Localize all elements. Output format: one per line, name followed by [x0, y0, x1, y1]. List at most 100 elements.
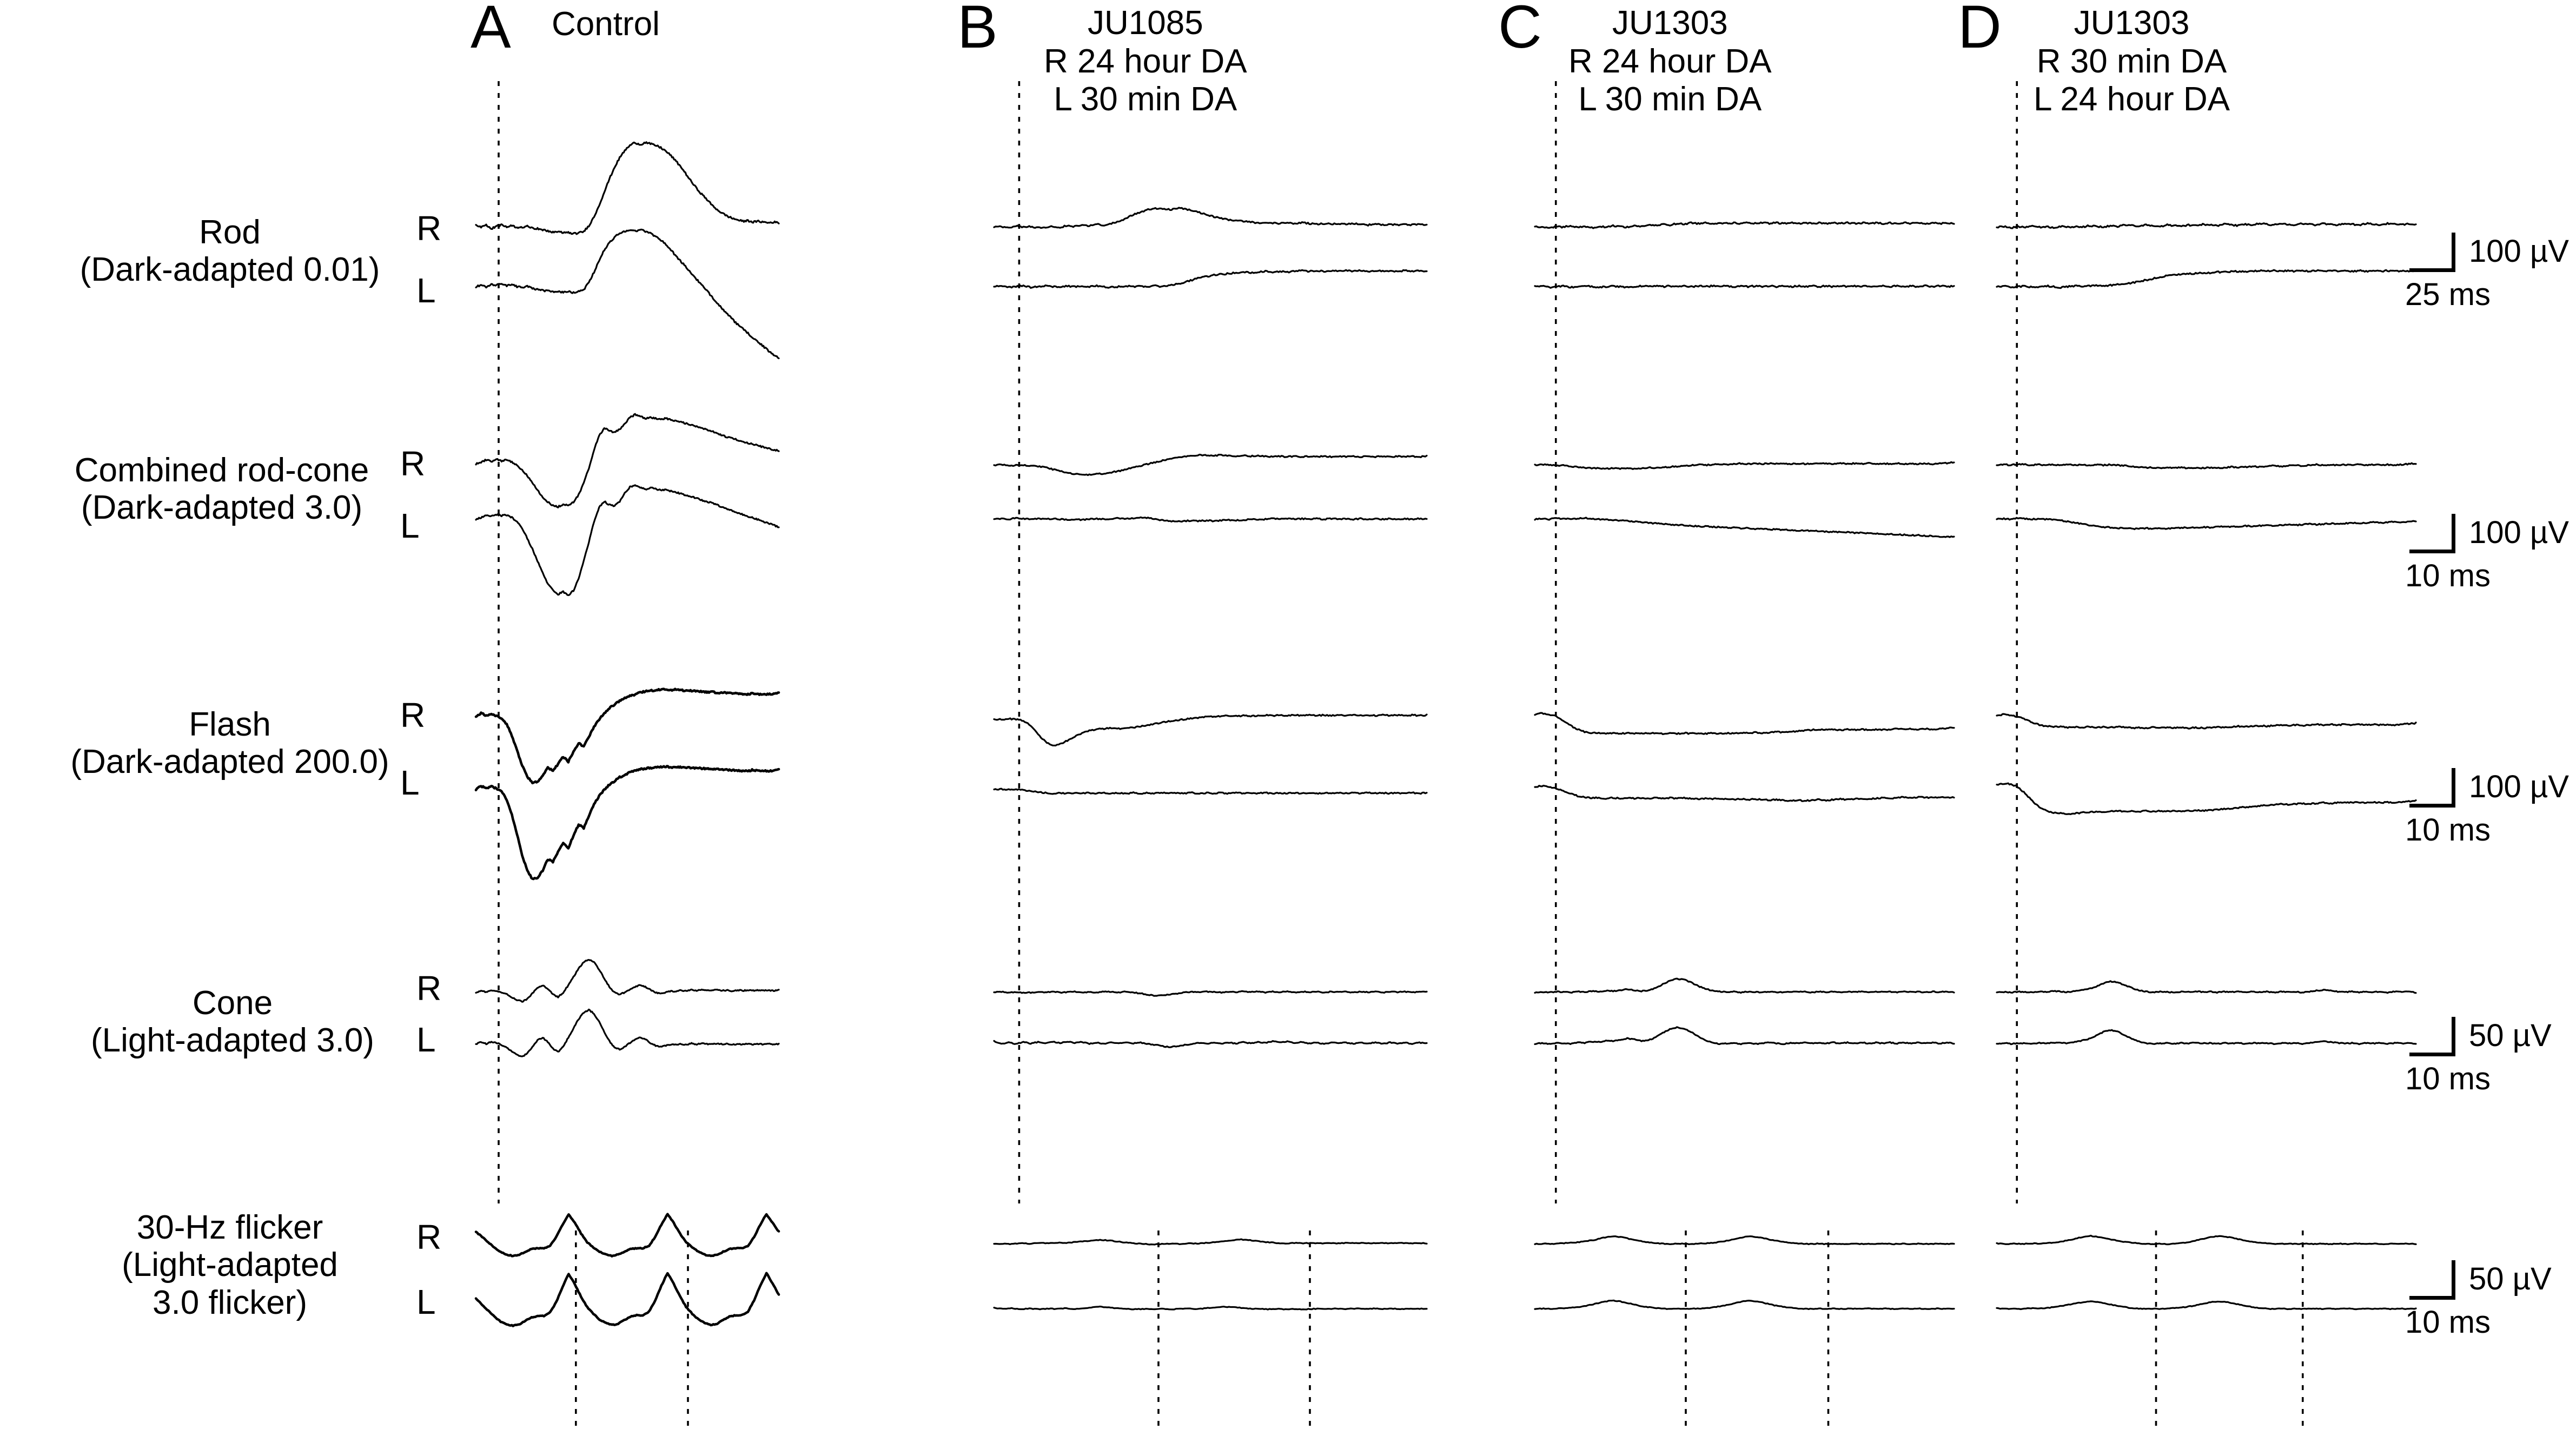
scale-bar-flicker: 50 µV 10 ms	[2405, 1260, 2572, 1347]
panel-heading-line: L 30 min DA	[1054, 81, 1237, 118]
scale-bar-flash: 100 µV 10 ms	[2405, 768, 2572, 855]
eye-label-flicker-r: R	[416, 1218, 442, 1256]
scale-bar-time-label: 10 ms	[2405, 812, 2491, 848]
trace-a-cone-r	[475, 958, 780, 1003]
row-label-combined: Combined rod-cone(Dark-adapted 3.0)	[32, 452, 411, 527]
panel-heading-line: L 24 hour DA	[2034, 81, 2230, 118]
row-label-line: (Dark-adapted 0.01)	[80, 251, 380, 289]
trace-c-flicker-r	[1534, 1235, 1955, 1246]
trace-b-rod-l	[993, 269, 1428, 289]
scale-bar-cone: 50 µV 10 ms	[2405, 1017, 2572, 1103]
eye-label-flash-r: R	[400, 696, 426, 735]
row-label-line: Flash	[189, 706, 271, 743]
trace-a-flicker-r	[474, 1213, 780, 1258]
scale-bar-vertical	[2452, 768, 2455, 807]
scale-bar-vertical	[2452, 233, 2455, 272]
trace-b-flash-l	[993, 788, 1428, 795]
scale-bar-vertical	[2452, 514, 2455, 553]
row-label-cone: Cone(Light-adapted 3.0)	[59, 984, 406, 1060]
row-label-line: Combined rod-cone	[74, 452, 369, 489]
trace-c-combined-r	[1534, 461, 1955, 470]
panel-heading-line: JU1303	[1612, 4, 1728, 42]
scale-bar-time-label: 10 ms	[2405, 558, 2491, 593]
panel-heading-line: Control	[552, 5, 660, 43]
trace-a-combined-r	[475, 413, 780, 508]
trace-b-flicker-r	[993, 1238, 1428, 1246]
scale-bar-horizontal	[2409, 1053, 2455, 1056]
eye-label-rod-l: L	[416, 271, 436, 310]
scale-bar-horizontal	[2409, 550, 2455, 553]
trace-d-combined-l	[1996, 517, 2417, 531]
scale-bar-vertical	[2452, 1017, 2455, 1056]
panel-letter-A: A	[471, 0, 511, 61]
eye-label-flash-l: L	[400, 763, 420, 802]
trace-c-cone-r	[1534, 977, 1955, 994]
trace-c-rod-r	[1534, 221, 1955, 229]
row-label-line: (Dark-adapted 200.0)	[70, 743, 389, 781]
trace-b-cone-r	[993, 990, 1428, 997]
scale-bar-amplitude-label: 100 µV	[2469, 515, 2569, 550]
scale-bar-time-label: 10 ms	[2405, 1305, 2491, 1340]
trace-d-flash-r	[1996, 713, 2417, 730]
scale-bar-horizontal	[2409, 804, 2455, 808]
trace-c-flicker-l	[1534, 1299, 1955, 1311]
scale-bar-amplitude-label: 50 µV	[2469, 1261, 2552, 1296]
panel-heading-line: R 24 hour DA	[1044, 42, 1247, 80]
trace-b-flicker-l	[993, 1305, 1428, 1311]
panel-letter-D: D	[1958, 0, 2002, 61]
panel-letter-B: B	[957, 0, 998, 61]
eye-label-rod-r: R	[416, 209, 442, 248]
panel-letter-C: C	[1498, 0, 1542, 61]
row-label-line: 3.0 flicker)	[153, 1284, 307, 1321]
eye-label-cone-l: L	[416, 1020, 436, 1059]
scale-bar-time-label: 10 ms	[2405, 1061, 2491, 1096]
row-label-flash: Flash(Dark-adapted 200.0)	[43, 706, 416, 781]
scale-bar-time-label: 25 ms	[2405, 277, 2491, 312]
row-label-line: Rod	[199, 214, 261, 251]
trace-a-flash-r	[474, 687, 780, 785]
scale-bar-rod: 100 µV 25 ms	[2405, 233, 2572, 319]
eye-label-combined-l: L	[400, 506, 420, 545]
trace-c-combined-l	[1534, 517, 1955, 538]
trace-d-cone-l	[1996, 1029, 2417, 1046]
trace-b-cone-l	[993, 1040, 1428, 1048]
row-label-line: 30-Hz flicker	[136, 1209, 323, 1246]
eye-label-cone-r: R	[416, 969, 442, 1008]
trace-a-rod-r	[475, 141, 780, 235]
scale-bar-amplitude-label: 50 µV	[2469, 1018, 2552, 1053]
eye-label-flicker-l: L	[416, 1282, 436, 1321]
row-label-line: (Dark-adapted 3.0)	[81, 489, 363, 527]
scale-bar-vertical	[2452, 1260, 2455, 1299]
trace-d-cone-r	[1996, 980, 2417, 994]
row-label-line: (Light-adapted	[122, 1246, 338, 1284]
panel-heading-line: L 30 min DA	[1578, 81, 1762, 118]
trace-c-rod-l	[1534, 284, 1955, 289]
trace-a-flicker-l	[474, 1272, 780, 1327]
trace-b-flash-r	[993, 713, 1428, 746]
trace-b-rod-r	[993, 207, 1428, 229]
trace-c-flash-r	[1534, 712, 1955, 736]
row-label-line: (Light-adapted 3.0)	[91, 1022, 374, 1060]
trace-b-combined-l	[993, 516, 1428, 523]
scale-bar-amplitude-label: 100 µV	[2469, 769, 2569, 804]
trace-a-combined-l	[475, 484, 780, 596]
trace-c-flash-l	[1534, 784, 1955, 802]
scale-bar-horizontal	[2409, 268, 2455, 272]
row-label-line: Cone	[192, 984, 273, 1022]
trace-a-cone-l	[475, 1008, 780, 1057]
row-label-rod: Rod(Dark-adapted 0.01)	[51, 214, 408, 289]
panel-heading-A: Control	[552, 5, 660, 44]
trace-d-combined-r	[1996, 462, 2417, 469]
trace-a-flash-l	[474, 765, 780, 881]
scale-bar-amplitude-label: 100 µV	[2469, 234, 2569, 269]
scale-bar-combined: 100 µV 10 ms	[2405, 514, 2572, 600]
trace-d-flicker-r	[1996, 1234, 2417, 1246]
trace-a-rod-l	[475, 228, 780, 360]
trace-d-flicker-l	[1996, 1300, 2417, 1311]
trace-d-flash-l	[1996, 782, 2417, 816]
